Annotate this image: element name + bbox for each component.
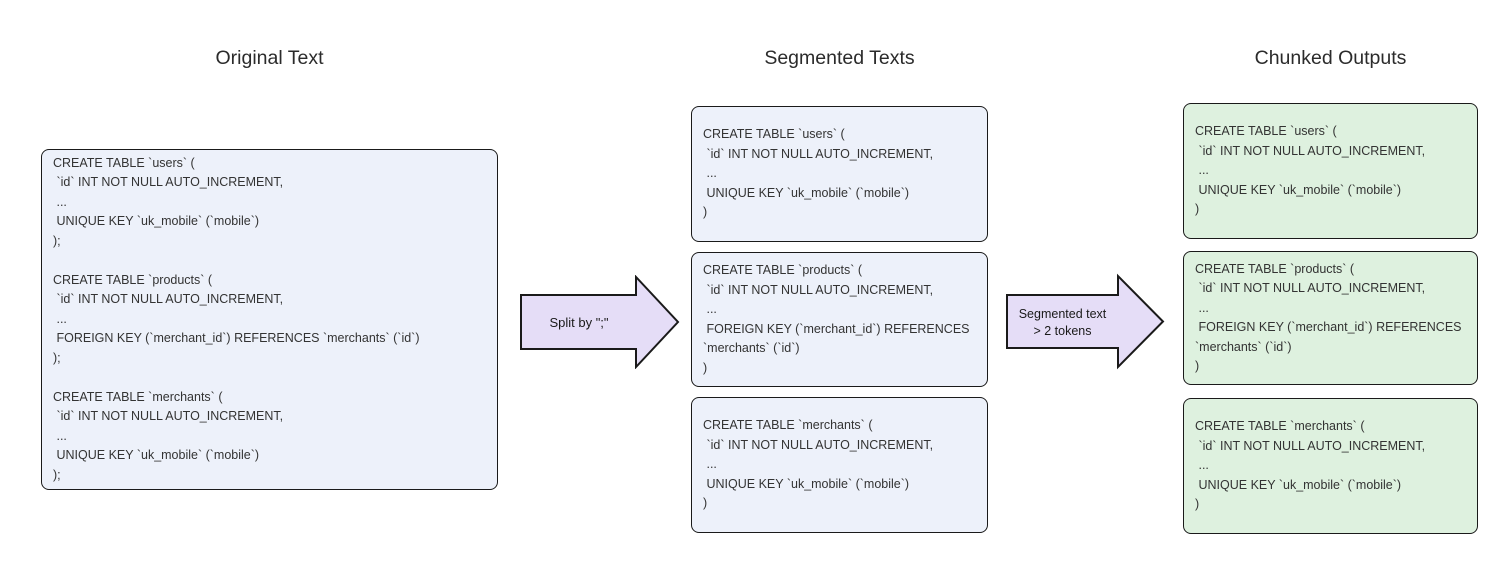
token-filter-label-line2: > 2 tokens	[1033, 323, 1092, 338]
chunked-users-sql: CREATE TABLE `users` ( `id` INT NOT NULL…	[1195, 124, 1426, 217]
segmented-users-sql: CREATE TABLE `users` ( `id` INT NOT NULL…	[703, 127, 934, 220]
token-filter-arrow-shape	[1006, 273, 1165, 370]
split-arrow-label-text: Split by ";"	[549, 314, 609, 330]
chunked-products-sql: CREATE TABLE `products` ( `id` INT NOT N…	[1195, 261, 1462, 374]
column-title-chunked-outputs: Chunked Outputs	[1254, 47, 1407, 69]
split-arrow-shape	[520, 275, 680, 369]
token-filter-arrow-icon	[1006, 273, 1165, 370]
chunked-box-users: CREATE TABLE `users` ( `id` INT NOT NULL…	[1183, 103, 1478, 239]
chunked-box-merchants: CREATE TABLE `merchants` ( `id` INT NOT …	[1183, 398, 1478, 534]
column-title-segmented-texts: Segmented Texts	[764, 47, 915, 69]
segmented-box-merchants: CREATE TABLE `merchants` ( `id` INT NOT …	[691, 397, 988, 533]
original-sql-text: CREATE TABLE `users` ( `id` INT NOT NULL…	[53, 155, 420, 482]
original-text-box: CREATE TABLE `users` ( `id` INT NOT NULL…	[41, 149, 498, 490]
split-arrow-icon	[520, 275, 680, 369]
token-filter-arrow-label: Segmented text > 2 tokens	[1007, 295, 1118, 350]
chunked-box-products: CREATE TABLE `products` ( `id` INT NOT N…	[1183, 251, 1478, 385]
chunked-merchants-sql: CREATE TABLE `merchants` ( `id` INT NOT …	[1195, 419, 1426, 512]
segmented-box-users: CREATE TABLE `users` ( `id` INT NOT NULL…	[691, 106, 988, 242]
token-filter-label-line1: Segmented text	[1018, 306, 1107, 321]
segmented-merchants-sql: CREATE TABLE `merchants` ( `id` INT NOT …	[703, 418, 934, 511]
column-title-original-text: Original Text	[215, 47, 324, 69]
segmented-box-products: CREATE TABLE `products` ( `id` INT NOT N…	[691, 252, 988, 387]
segmented-products-sql: CREATE TABLE `products` ( `id` INT NOT N…	[703, 263, 970, 375]
split-arrow-label: Split by ";"	[521, 295, 637, 349]
